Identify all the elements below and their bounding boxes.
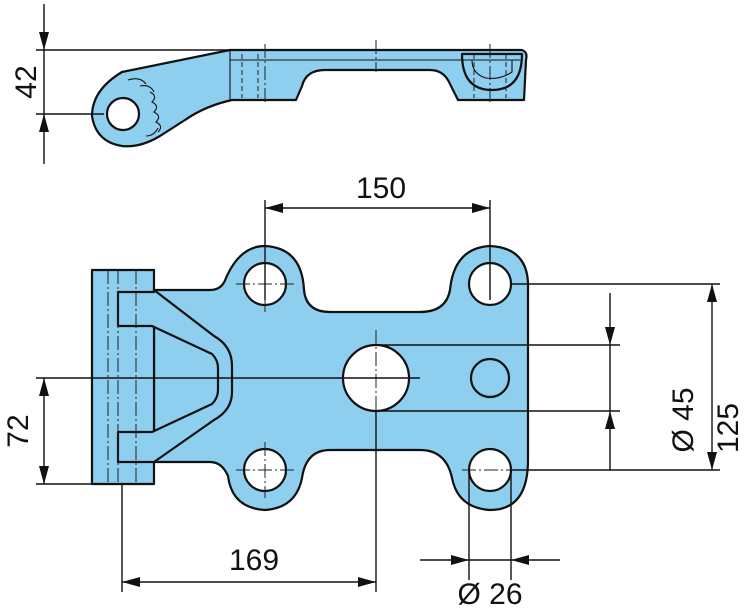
side-view-cup [460,52,524,92]
dimension-spacing-horizontal: 150 [264,172,491,300]
plan-view-boss-right [469,357,511,399]
side-view-body [90,48,528,148]
dimension-72-label: 72 [2,414,35,447]
dimension-height-top: 42 [10,4,230,164]
dimension-diameter-small: Ø 26 [420,470,560,611]
dimension-diameter-center: Ø 45 [376,293,700,470]
dimension-169-label: 169 [229,544,279,577]
side-view-eye-hole [105,96,141,132]
dimension-diameter-45-label: Ø 45 [667,387,700,452]
dimension-125-label: 125 [712,403,745,453]
side-view [90,40,528,148]
dimension-42-label: 42 [10,65,43,98]
dimension-150-label: 150 [356,172,406,205]
side-view-spring [127,78,162,137]
dimension-height-total: 125 [512,283,745,471]
side-view-cup-hatch [471,59,513,79]
dimension-length-offset: 169 [121,411,377,592]
dimension-spacing-vertical: 72 [2,377,420,485]
dimension-diameter-26-label: Ø 26 [457,578,522,611]
plan-view [90,244,530,512]
